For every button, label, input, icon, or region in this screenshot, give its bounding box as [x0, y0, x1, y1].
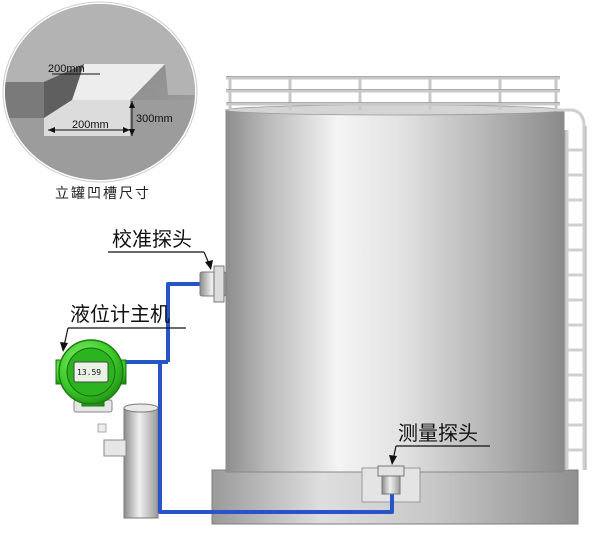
label-level-meter-host: 液位计主机: [70, 302, 170, 326]
lcd-reading: 13.59: [77, 368, 101, 377]
tank-ladder-outline: [564, 126, 587, 470]
dim-height-label: 300mm: [136, 113, 173, 125]
measurement-probe: [377, 465, 405, 495]
level-meter-host: 13.59: [55, 339, 127, 413]
tank-railing: [226, 76, 560, 110]
dim-top-label: 200mm: [48, 63, 85, 75]
calibration-probe: [199, 265, 227, 303]
mounting-post: [97, 403, 159, 519]
callout-measurement: 测量探头: [389, 421, 490, 465]
callout-calibration: 校准探头: [108, 227, 213, 270]
label-measurement-probe: 测量探头: [398, 421, 478, 445]
label-calibration-probe: 校准探头: [112, 227, 192, 251]
storage-tank: [211, 104, 579, 525]
inset-caption: 立罐凹槽尺寸: [55, 186, 151, 202]
tank-ladder: [556, 108, 586, 470]
tank-railing-outline: [226, 76, 560, 103]
groove-inset: 200mm 200mm 300mm: [2, 1, 198, 183]
dim-bottom-label: 200mm: [72, 119, 109, 131]
callout-host: 液位计主机: [60, 302, 186, 352]
